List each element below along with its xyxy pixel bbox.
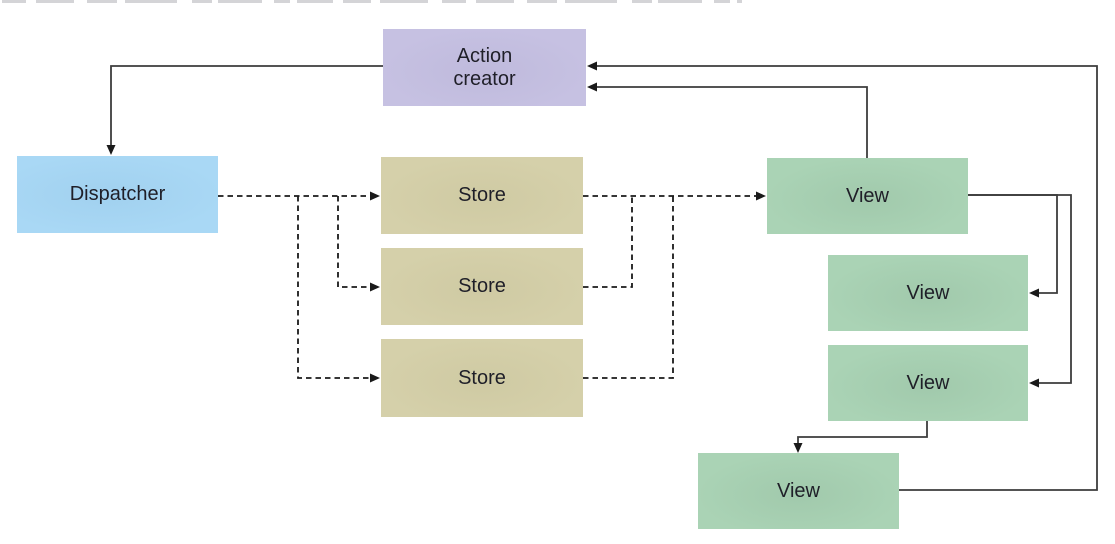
node-view-1: View: [767, 158, 968, 234]
node-dispatcher: Dispatcher: [17, 156, 218, 233]
node-store-2: Store: [381, 248, 583, 325]
edge-action-creator-to-dispatcher: [106, 65, 383, 155]
node-store-2-label: Store: [458, 275, 506, 297]
node-view-4: View: [698, 453, 899, 529]
node-store-1: Store: [381, 157, 583, 234]
node-view-3: View: [828, 345, 1028, 421]
edge-view4-to-action-creator: [587, 61, 1098, 491]
node-store-1-label: Store: [458, 184, 506, 206]
node-dispatcher-label: Dispatcher: [69, 183, 166, 205]
node-view-2: View: [828, 255, 1028, 331]
node-action-creator: Action creator: [383, 29, 586, 106]
edge-dispatcher-to-store2: [337, 196, 380, 292]
edge-view1-to-view3: [968, 194, 1072, 388]
edge-store3-join-to-view1: [583, 196, 674, 379]
edge-view3-to-view4: [793, 421, 928, 453]
edge-view1-to-action-creator: [587, 82, 868, 158]
node-view-1-label: View: [846, 184, 889, 207]
edge-dispatcher-to-store3: [297, 196, 380, 383]
node-action-creator-label: Action creator: [453, 44, 516, 90]
node-view-4-label: View: [777, 479, 820, 502]
node-store-3-label: Store: [458, 366, 506, 389]
edge-store2-join-to-view1: [583, 196, 633, 288]
node-store-3: Store: [381, 339, 583, 417]
node-view-3-label: View: [906, 371, 950, 394]
node-view-2-label: View: [906, 281, 950, 304]
